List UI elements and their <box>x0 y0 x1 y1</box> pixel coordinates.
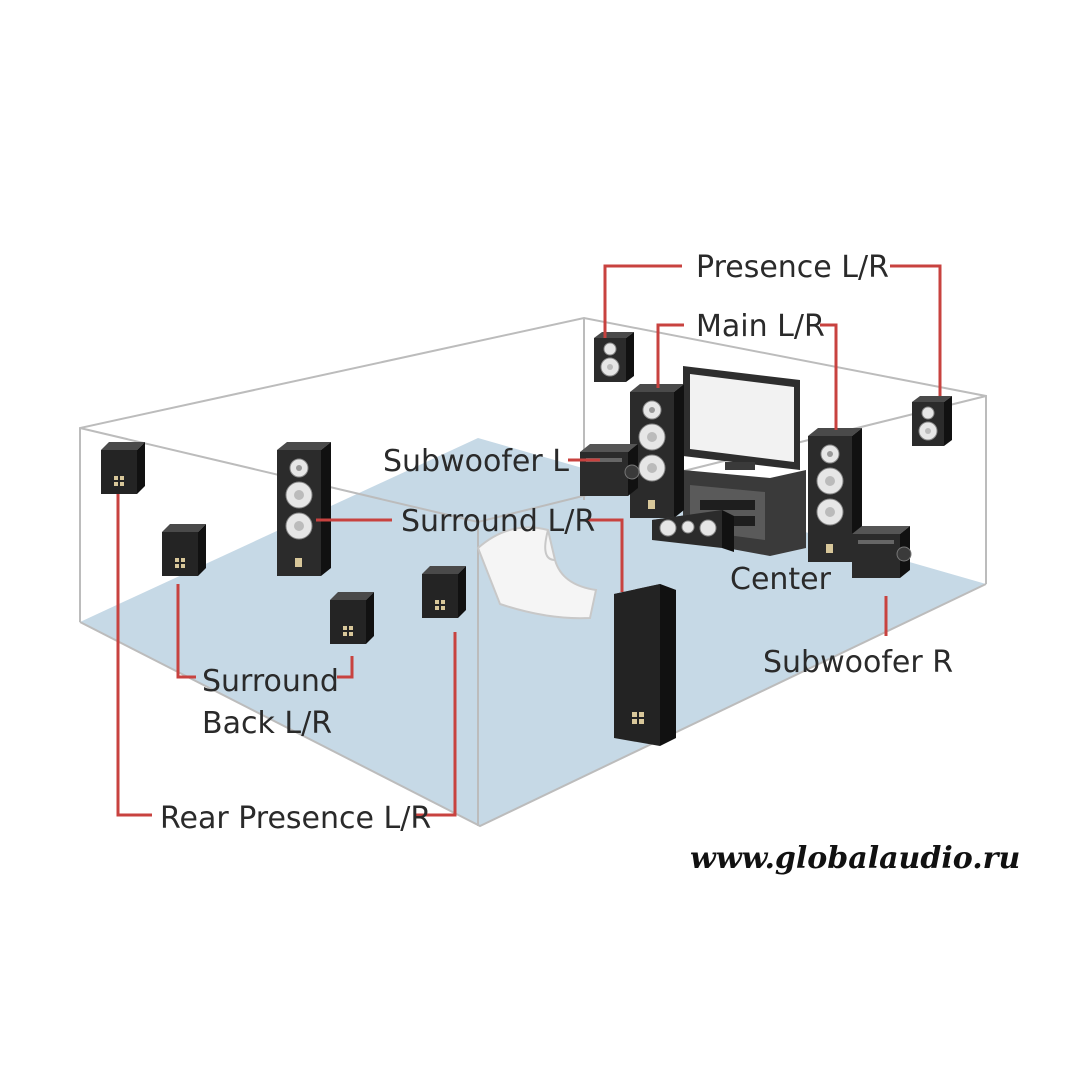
surround-right-speaker <box>614 584 676 746</box>
label-surround-back-line2: Back L/R <box>202 706 332 741</box>
label-center: Center <box>730 562 832 597</box>
label-rear-presence: Rear Presence L/R <box>160 801 431 836</box>
surround-back-left-speaker <box>162 524 206 576</box>
label-surround: Surround L/R <box>401 504 595 539</box>
presence-right-speaker <box>911 395 953 447</box>
leader-rear-presence-right <box>416 632 457 817</box>
listening-chair <box>476 526 598 620</box>
label-presence: Presence L/R <box>696 250 889 285</box>
leader-main-right <box>820 323 838 430</box>
label-subwoofer-right: Subwoofer R <box>763 645 953 680</box>
center-speaker <box>652 510 734 552</box>
surround-back-right-speaker <box>330 592 374 644</box>
presence-left-speaker <box>593 331 635 383</box>
rear-presence-right-speaker <box>422 566 466 618</box>
leader-rear-presence-left <box>116 494 152 817</box>
leader-presence-left <box>603 264 682 338</box>
surround-left-speaker <box>276 441 332 577</box>
label-subwoofer-left: Subwoofer L <box>383 444 569 479</box>
main-left-speaker <box>629 383 685 519</box>
leader-surround-back-left <box>176 584 196 679</box>
leader-main-left <box>656 323 684 388</box>
label-surround-back-line1: Surround <box>202 664 339 699</box>
leader-lines <box>116 264 942 817</box>
subwoofer-right <box>851 525 912 579</box>
watermark-url: www.globalaudio.ru <box>690 841 1020 876</box>
label-main: Main L/R <box>696 309 825 344</box>
subwoofer-left <box>579 443 640 497</box>
leader-presence-right <box>890 264 942 396</box>
leader-surround-back-right <box>337 656 354 679</box>
leader-surround-right <box>588 518 624 592</box>
rear-presence-left-speaker <box>101 442 145 494</box>
